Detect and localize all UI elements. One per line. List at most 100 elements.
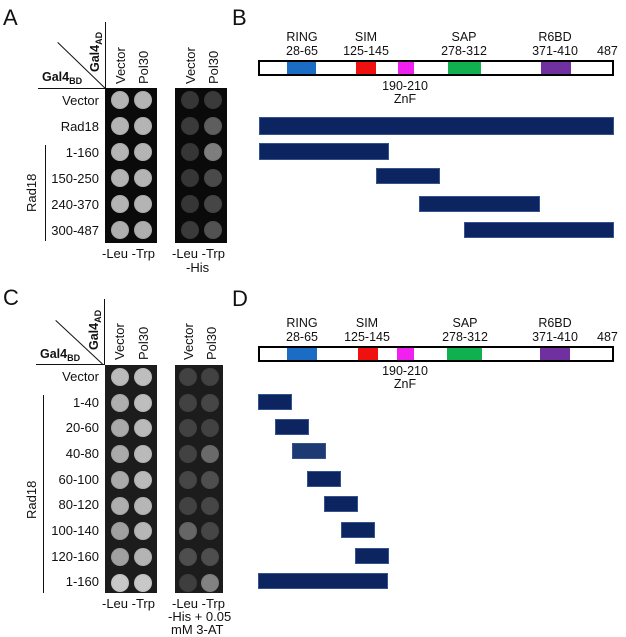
- yeast-spot: [179, 573, 197, 592]
- yeast-spot: [111, 169, 129, 187]
- col-label: Vector: [183, 47, 198, 84]
- sim-domain: [358, 348, 378, 360]
- domain-range: 278-312: [441, 44, 487, 58]
- yeast-spot: [111, 195, 129, 213]
- header-vertical-divider: [105, 22, 106, 88]
- yeast-spot: [179, 522, 197, 541]
- domain-name: R6BD: [538, 316, 572, 330]
- yeast-spot: [111, 91, 129, 109]
- row-label: 60-100: [58, 472, 99, 487]
- row-label: 240-370: [51, 197, 99, 212]
- domain-name: ZnF: [393, 377, 417, 391]
- yeast-spot: [134, 522, 152, 541]
- media-label: mM 3-AT: [171, 622, 224, 637]
- znf-domain: [397, 348, 414, 360]
- yeast-spot: [179, 445, 197, 464]
- col-label: Pol30: [136, 50, 151, 84]
- domain-range: 125-145: [344, 330, 390, 344]
- yeast-spot: [181, 91, 199, 109]
- protein-length: 487: [597, 330, 618, 344]
- media-label: -Leu -Trp: [102, 246, 155, 261]
- media-label: -Leu -Trp: [172, 596, 225, 611]
- fragment-bar-60-100: [307, 471, 341, 487]
- yeast-spot: [201, 522, 219, 541]
- yeast-spot: [204, 117, 222, 135]
- domain-range: 28-65: [286, 44, 318, 58]
- row-label: 150-250: [51, 171, 99, 186]
- domain-name: SAP: [451, 30, 477, 44]
- domain-range: 190-210: [382, 364, 428, 378]
- media-label: -Leu -Trp: [172, 246, 225, 261]
- row-label: Vector: [62, 369, 99, 384]
- yeast-spot: [111, 419, 129, 438]
- yeast-spot: [201, 496, 219, 515]
- yeast-spot: [179, 419, 197, 438]
- fragment-bar-1-40: [258, 394, 292, 410]
- yeast-spot: [134, 143, 152, 161]
- yeast-spot: [111, 368, 129, 386]
- media-label: -His: [186, 260, 210, 275]
- protein-length: 487: [597, 44, 618, 58]
- sap-domain: [447, 348, 482, 360]
- yeast-spot: [179, 368, 197, 386]
- yeast-spot: [179, 470, 197, 489]
- yeast-spot: [181, 195, 199, 213]
- col-label: Vector: [112, 323, 127, 360]
- yeast-spot: [111, 445, 129, 464]
- domain-name: RING: [286, 316, 318, 330]
- media-label: -Leu -Trp: [102, 596, 155, 611]
- gal4-ad-header: Gal4AD: [88, 31, 104, 72]
- yeast-spot: [134, 368, 152, 386]
- domain-name: SAP: [452, 316, 478, 330]
- gal4-bd-header: Gal4BD: [42, 70, 83, 86]
- row-label: Rad18: [60, 119, 99, 134]
- sap-domain: [448, 62, 481, 74]
- col-label: Vector: [113, 47, 128, 84]
- group-label: Rad18: [24, 173, 39, 212]
- fragment-bar-1-160: [258, 573, 388, 589]
- plate-leu-trp: [105, 365, 157, 593]
- row-label: 120-160: [51, 549, 99, 564]
- yeast-spot: [111, 393, 129, 412]
- row-label: 300-487: [51, 223, 99, 238]
- yeast-spot: [134, 573, 152, 592]
- yeast-spot: [111, 547, 129, 566]
- yeast-spot: [134, 547, 152, 566]
- header-horizontal-divider: [36, 364, 105, 365]
- domain-range: 278-312: [442, 330, 488, 344]
- yeast-spot: [204, 91, 222, 109]
- media-label: -His + 0.05: [168, 609, 232, 624]
- domain-name: SIM: [355, 316, 379, 330]
- fragment-bar-150-250: [376, 168, 440, 184]
- yeast-spot: [111, 496, 129, 515]
- yeast-spot: [201, 368, 219, 386]
- fragment-bar-1-487: [259, 117, 614, 135]
- row-label: 100-140: [51, 523, 99, 538]
- rad18-domain-map: [258, 60, 614, 76]
- yeast-spot: [201, 573, 219, 592]
- row-label: 80-120: [58, 497, 99, 512]
- yeast-spot: [111, 117, 129, 135]
- sim-domain: [356, 62, 376, 74]
- col-label: Pol30: [204, 326, 219, 360]
- fragment-bar-1-160: [259, 143, 389, 160]
- yeast-spot: [134, 393, 152, 412]
- domain-range: 125-145: [343, 44, 389, 58]
- fragment-bar-240-370: [419, 196, 540, 212]
- fragment-bar-40-80: [292, 443, 326, 459]
- row-label: 1-160: [65, 145, 99, 160]
- gal4-ad-header: Gal4AD: [87, 309, 103, 350]
- col-label: Vector: [181, 323, 196, 360]
- fragment-bar-120-160: [355, 548, 389, 564]
- panel-c-letter: C: [3, 285, 19, 310]
- yeast-spot: [111, 143, 129, 161]
- group-bracket: [45, 145, 46, 241]
- domain-name: ZnF: [393, 92, 417, 106]
- yeast-spot: [134, 419, 152, 438]
- yeast-spot: [181, 117, 199, 135]
- domain-name: R6BD: [538, 30, 572, 44]
- ring-domain: [287, 62, 316, 74]
- group-label: Rad18: [24, 480, 39, 519]
- header-horizontal-divider: [38, 88, 106, 89]
- domain-name: SIM: [354, 30, 378, 44]
